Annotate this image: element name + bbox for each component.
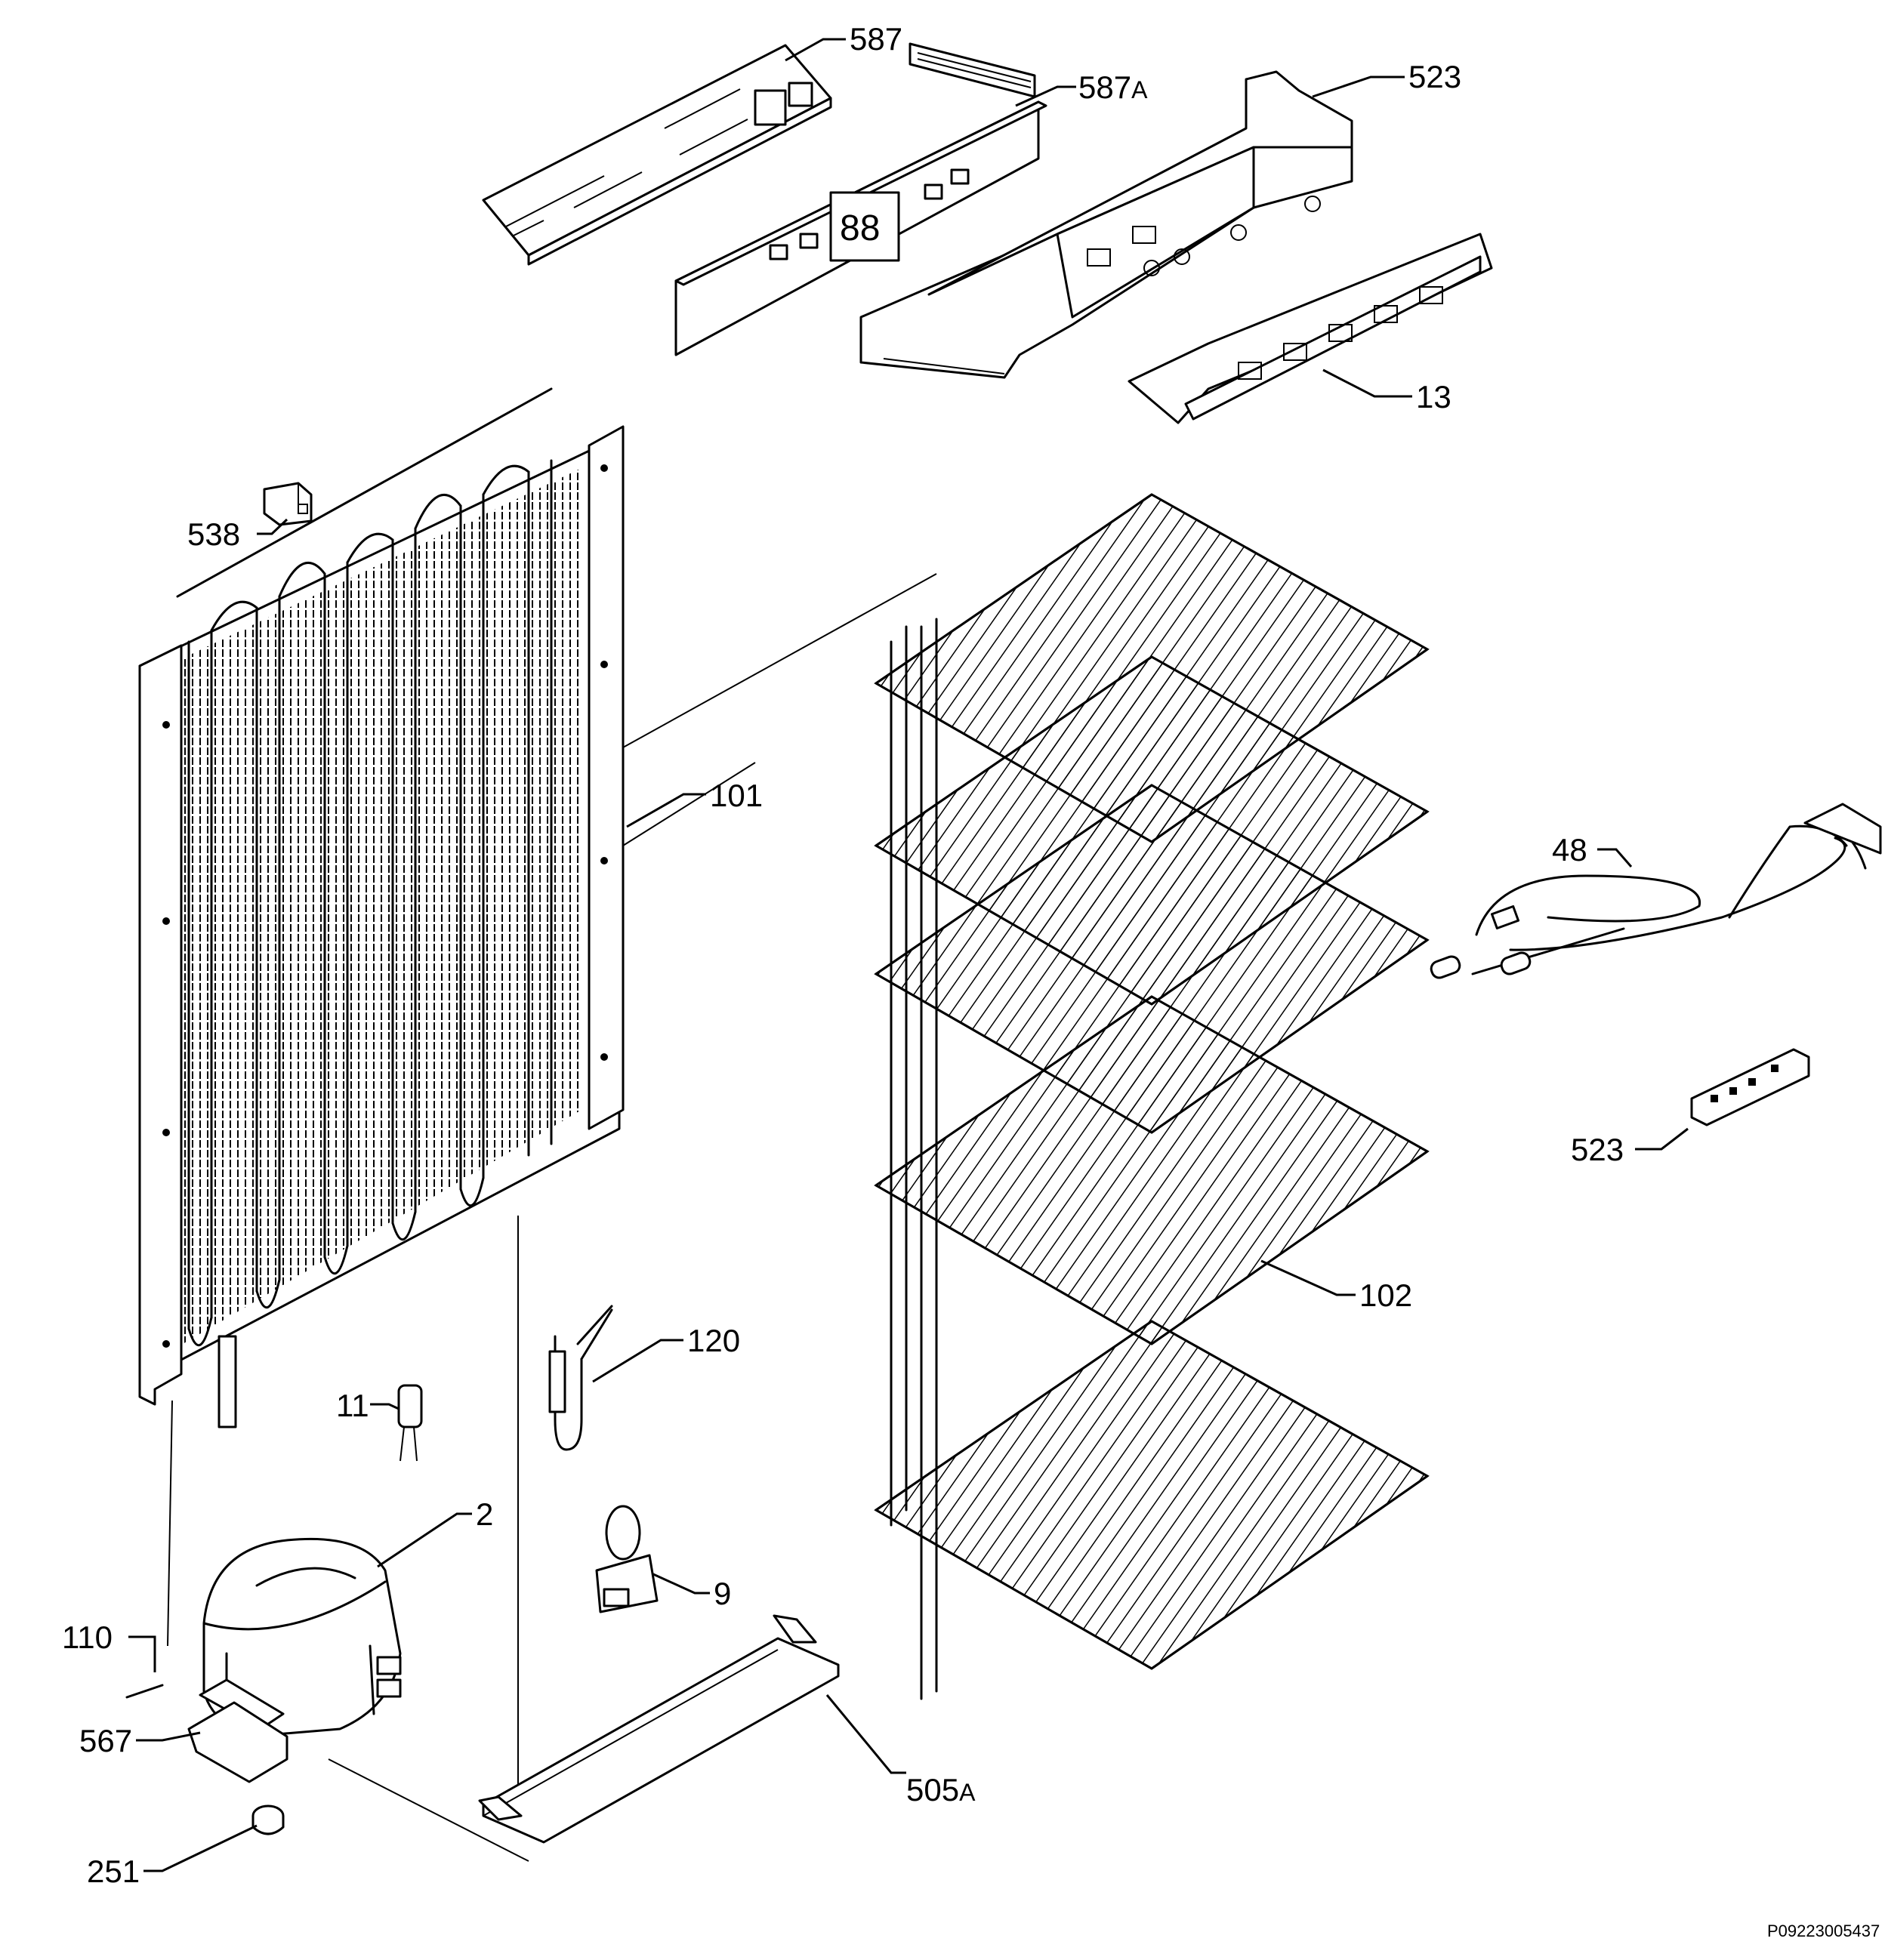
rail-505a (478, 1614, 840, 1844)
label-101: 101 (710, 778, 763, 813)
clip-538 (263, 482, 313, 526)
label-523-housing: 523 (1408, 59, 1461, 94)
callout-leaders (128, 38, 1689, 1872)
evaporator-shelf-5 (874, 1320, 1430, 1670)
grommet-251 (251, 1804, 285, 1835)
label-505a: 505A (906, 1772, 976, 1807)
label-538: 538 (187, 516, 240, 552)
label-9: 9 (714, 1576, 731, 1611)
drawing-code: P09223005437 (1767, 1921, 1880, 1940)
label-587a: 587A (1078, 69, 1148, 105)
wiring-harness-48 (1430, 803, 1882, 979)
label-251: 251 (87, 1854, 140, 1889)
sensor-board-523 (1690, 1048, 1810, 1126)
compressor-2 (187, 1537, 402, 1783)
evaporator-102 (874, 493, 1430, 1700)
label-102: 102 (1359, 1277, 1412, 1313)
display-board-587a: 88 (674, 42, 1047, 356)
label-587: 587 (850, 21, 902, 57)
condenser-101 (138, 387, 625, 1428)
clamp-9 (595, 1505, 659, 1613)
control-board-587 (482, 44, 832, 266)
part-11 (397, 1384, 423, 1462)
evaporator-shelf-4 (874, 995, 1430, 1345)
svg-text:88: 88 (840, 208, 880, 248)
bracket-13 (1128, 233, 1493, 424)
label-120: 120 (687, 1323, 740, 1358)
label-2: 2 (476, 1496, 493, 1532)
pin-110 (125, 1684, 164, 1699)
label-523-sensor: 523 (1571, 1132, 1624, 1167)
label-11: 11 (336, 1388, 369, 1423)
label-567: 567 (79, 1723, 132, 1758)
label-13: 13 (1416, 379, 1451, 414)
sensor-120 (548, 1305, 613, 1451)
control-housing-523 (859, 70, 1353, 379)
label-110: 110 (62, 1619, 113, 1655)
label-48: 48 (1552, 832, 1587, 868)
callout-labels: 587 587A 523 13 538 101 48 523 102 120 1… (62, 21, 1624, 1889)
